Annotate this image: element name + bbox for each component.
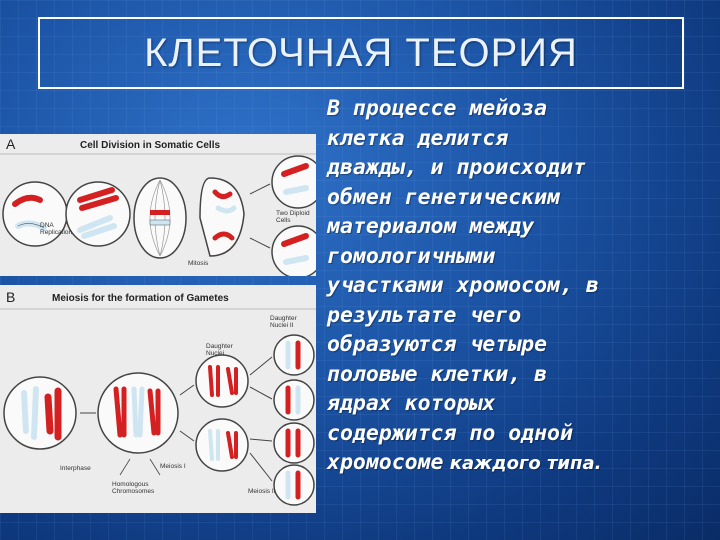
body-last-tail: каждого типа. [443,453,602,474]
body-line: дважды, и происходит [327,155,586,180]
label-two-diploid: Two Diploid [276,210,310,217]
title-frame: КЛЕТОЧНАЯ ТЕОРИЯ [38,17,684,89]
meiosis-diagram [0,308,316,506]
panel-letter-a: A [6,136,16,152]
label-replication: Replication [40,229,73,236]
daughter-nuclei-top [195,354,249,408]
panel-a-caption: Cell Division in Somatic Cells [80,140,221,151]
label-daughter-nuclei-ii-1: Daughter [270,315,297,322]
replicated-cell [65,181,131,247]
body-last-word: хромосоме [327,450,444,475]
daughter-cell-top [271,155,316,209]
label-daughter-nuclei-ii-2: Nuclei II [270,322,294,329]
figure-panel-somatic: A Cell Division in Somatic Cells [0,134,316,276]
body-line: материалом между [327,214,535,239]
gamete-4 [273,464,315,506]
body-line: В процессе мейоза [327,96,548,121]
label-dna: DNA [40,222,54,229]
body-line-last: хромосоме каждого типа. [327,448,719,479]
interphase-cell [2,181,68,247]
body-line: образуются четыре [327,332,548,357]
label-mitosis: Mitosis [188,260,209,267]
meiosis-interphase-cell [3,376,77,450]
gamete-1 [273,334,315,376]
label-daughter-nuclei-2: Nuclei [206,350,225,357]
body-line: гомологичными [327,243,496,269]
label-interphase: Interphase [60,465,91,472]
slide-body-text: В процессе мейоза клетка делится дважды,… [327,94,719,479]
body-line: содержится по одной [327,420,573,446]
label-daughter-nuclei-1: Daughter [206,343,233,350]
body-line: ядрах которых [327,391,496,416]
body-line: участками хромосом, в [327,273,599,298]
label-meiosis-ii: Meiosis II [248,488,276,495]
metaphase-cell [133,177,187,259]
daughter-nuclei-bottom [195,418,249,472]
panel-letter-b: B [6,289,16,305]
body-line: обмен генетическим [327,184,560,210]
daughter-cell-bottom [271,225,316,276]
label-homologous: Homologous [112,481,149,488]
meiosis-i-cell [97,372,179,454]
gamete-3 [273,422,315,464]
slide-title: КЛЕТОЧНАЯ ТЕОРИЯ [144,30,578,75]
body-line: клетка делится [327,125,509,151]
label-cells: Cells [276,217,291,224]
label-meiosis-i: Meiosis I [160,463,186,470]
panel-b-caption: Meiosis for the formation of Gametes [52,293,229,304]
anaphase-cell [199,177,245,257]
label-chromosomes: Chromosomes [112,488,155,495]
body-line: результате чего [327,302,522,328]
body-line: половые клетки, в [327,361,548,387]
figure-panel-meiosis: B Meiosis for the formation of Gametes [0,285,316,513]
mitosis-diagram [0,153,316,276]
gamete-2 [273,379,315,421]
